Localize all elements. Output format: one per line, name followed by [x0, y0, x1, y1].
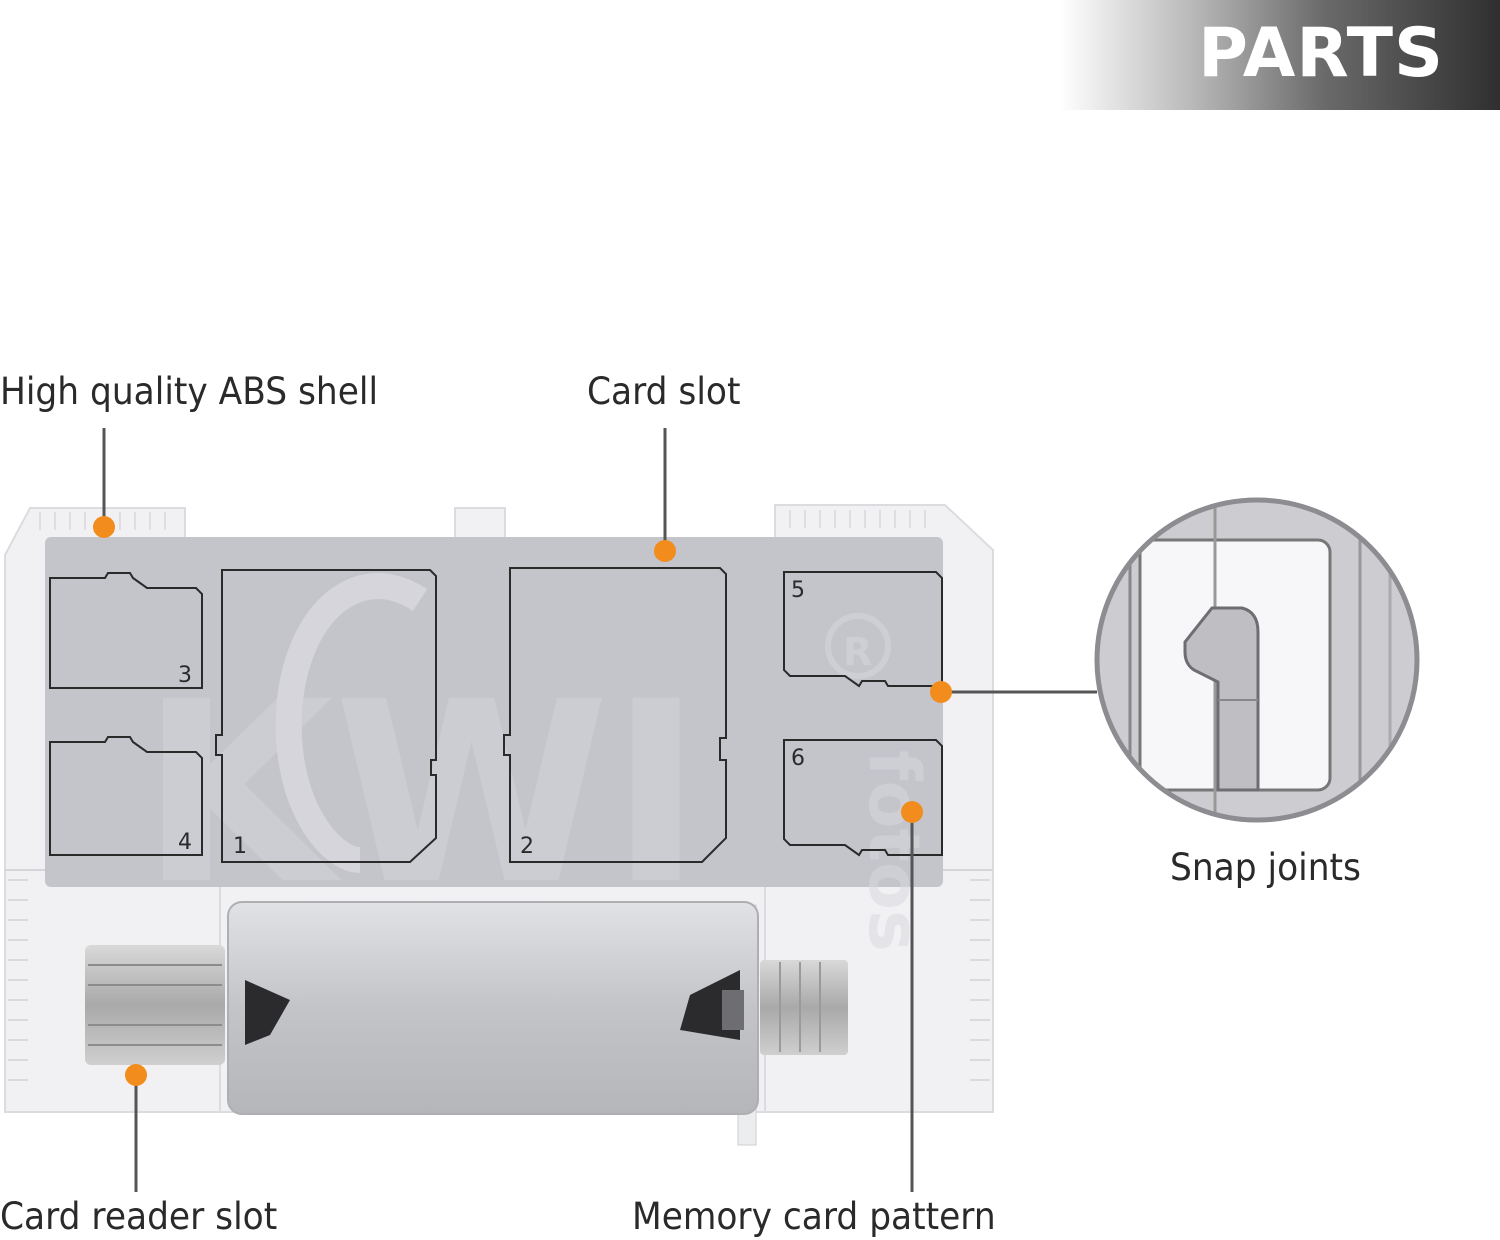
microsd-slot-6: [783, 739, 943, 857]
sd-insert-left: [245, 980, 290, 1045]
marker-card-slot: [654, 540, 676, 562]
label-abs-shell: High quality ABS shell: [0, 370, 379, 413]
slot-number-4: 4: [178, 830, 192, 855]
label-memory-card-pattern: Memory card pattern: [632, 1195, 996, 1238]
svg-text:KWI: KWI: [140, 648, 703, 939]
leader-lines: [102, 428, 1097, 1192]
marker-reader-slot: [125, 1064, 147, 1086]
slot-number-3: 3: [178, 663, 192, 688]
kiwi-logo-watermark: KWI fotos R: [140, 573, 935, 952]
card-panel: [45, 537, 943, 887]
banner-title: PARTS: [1198, 14, 1444, 93]
micro-usb-plug-right: [760, 960, 848, 1055]
card-reader: [85, 901, 848, 1146]
marker-snap-joints: [930, 681, 952, 703]
slot-number-2: 2: [520, 834, 534, 859]
parts-banner: PARTS: [1060, 0, 1500, 110]
sd-slot-1: [215, 569, 437, 863]
snap-joint-zoom: [1094, 497, 1420, 823]
usb-c-plug-left: [85, 945, 225, 1065]
microsd-slot-5: [783, 571, 943, 688]
label-snap-joints: Snap joints: [1170, 846, 1361, 889]
microsd-slot-4: [49, 736, 203, 856]
slot-number-6: 6: [791, 746, 805, 771]
registered-mark: R: [843, 630, 872, 674]
label-card-reader-slot: Card reader slot: [0, 1195, 278, 1238]
reader-body: [227, 901, 759, 1115]
microsd-slot-3: [49, 572, 203, 689]
callout-markers: [93, 516, 952, 1086]
marker-card-pattern: [901, 801, 923, 823]
slot-number-5: 5: [791, 578, 805, 603]
label-card-slot: Card slot: [587, 370, 741, 413]
sd-slot-2: [503, 567, 727, 863]
marker-shell: [93, 516, 115, 538]
slot-number-1: 1: [233, 834, 247, 859]
